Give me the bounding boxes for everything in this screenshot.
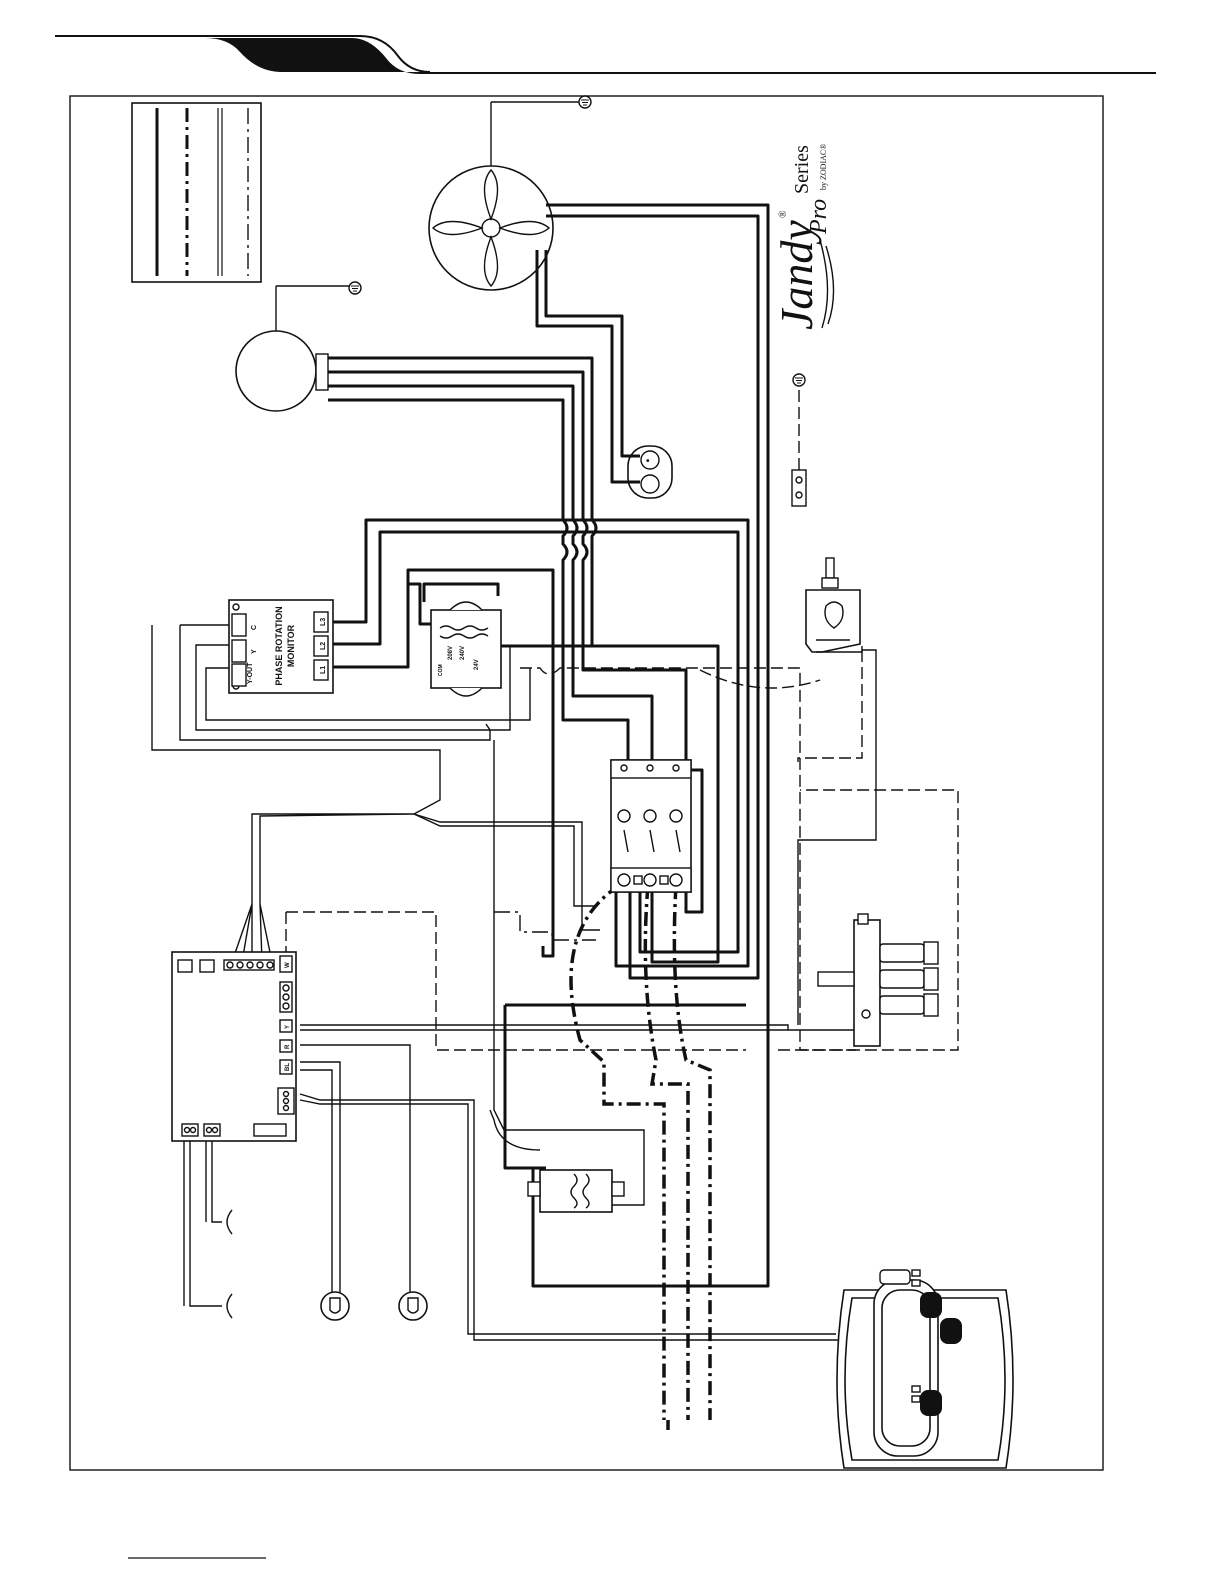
output-y-out: Y-OUT — [247, 662, 254, 684]
board-terminal-bl: BL — [285, 1063, 291, 1071]
relay-icon — [528, 1170, 624, 1212]
ground-icon — [349, 282, 361, 294]
fan-motor-icon — [429, 102, 580, 290]
terminal-l3: L3 — [320, 618, 327, 626]
board-terminal-r: R — [285, 1044, 291, 1049]
transformer-icon: 208V 240V 24V COM — [431, 602, 501, 696]
brand-by: by ZODIAC® — [819, 144, 828, 190]
power-wiring — [316, 205, 768, 1286]
control-panel-icon — [837, 1270, 1013, 1468]
phase-rotation-monitor-icon: PHASE ROTATION MONITOR L3 L2 L1 C Y Y-OU… — [229, 600, 333, 693]
ground-icon — [793, 374, 805, 386]
pressure-switch-icon — [321, 1292, 427, 1320]
brand-series: Series — [791, 145, 813, 194]
terminal-l1: L1 — [320, 666, 327, 674]
output-c: C — [251, 625, 258, 630]
board-terminal-w: W — [285, 962, 291, 968]
diagram-frame — [70, 96, 1103, 1470]
control-board-icon: W Y R BL — [172, 952, 296, 1141]
line-legend — [132, 103, 261, 282]
monitor-title-2: MONITOR — [286, 624, 296, 667]
page-header — [55, 36, 1156, 74]
brand-logo: Jandy ® Pro Series by ZODIAC® — [771, 144, 834, 330]
svg-text:•: • — [646, 456, 650, 467]
xfmr-208v: 208V — [448, 646, 454, 660]
water-pressure-switch-icon — [806, 558, 862, 652]
terminal-l2: L2 — [320, 642, 327, 650]
ground-icon — [579, 96, 591, 108]
reversing-valve-icon — [818, 914, 938, 1046]
board-terminal-y: Y — [285, 1025, 291, 1029]
xfmr-240v: 240V — [460, 646, 466, 660]
brand-name: Jandy — [771, 220, 822, 330]
compressor-icon — [236, 286, 350, 411]
fan-capacitor-icon: • — [628, 446, 672, 498]
ground-lug-icon — [792, 386, 806, 506]
brand-line: Pro — [806, 199, 832, 235]
contactor-icon — [611, 760, 691, 892]
output-y: Y — [251, 649, 258, 654]
xfmr-com: COM — [438, 664, 444, 676]
monitor-title-1: PHASE ROTATION — [274, 606, 284, 685]
xfmr-24v: 24V — [474, 659, 480, 670]
thermistor-icon — [227, 1210, 232, 1318]
brand-registered: ® — [778, 210, 789, 218]
